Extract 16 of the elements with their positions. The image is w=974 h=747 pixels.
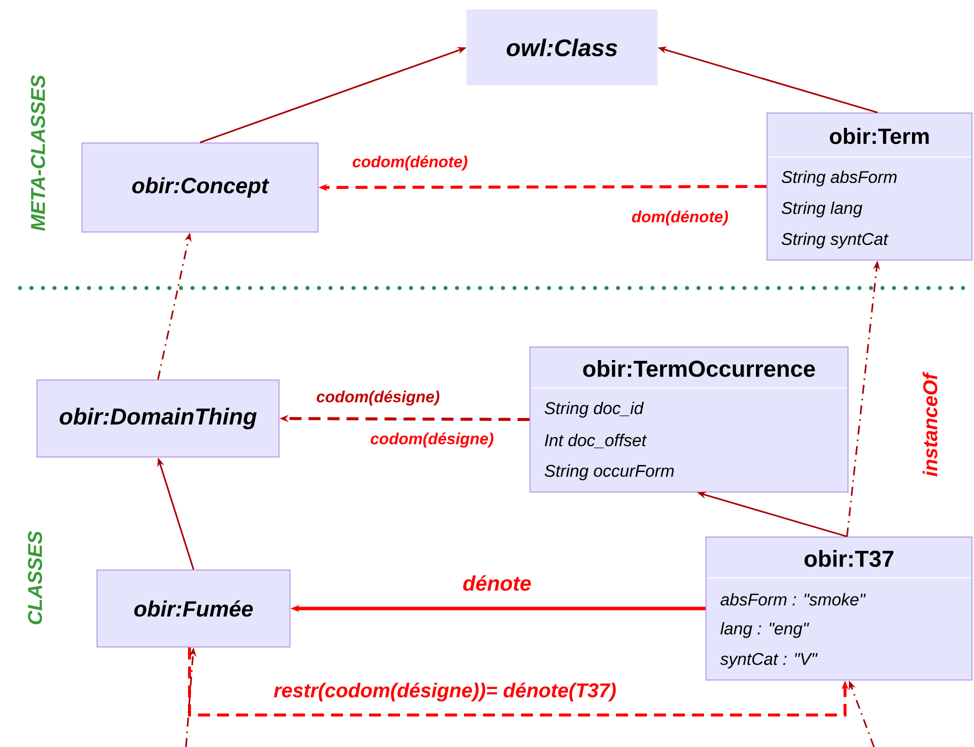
class-box: obir:DomainThing bbox=[36, 380, 280, 458]
class-box: obir:Concept bbox=[82, 142, 318, 232]
edge-label: restr(codom(désigne))= dénote(T37) bbox=[272, 682, 618, 702]
role-label: dom(dénote) bbox=[630, 209, 730, 227]
class-box: obir:T37 absForm : "smoke" lang : "eng" syntCat : "V" bbox=[706, 536, 973, 680]
section-label: META-CLASSES bbox=[30, 74, 46, 232]
edge-label: codom(désigne) bbox=[315, 389, 441, 407]
class-box: obir:Term String absForm String lang String syntCat bbox=[766, 112, 973, 260]
edge-label: dénote bbox=[462, 574, 532, 592]
edge-label: instanceOf bbox=[922, 372, 938, 478]
class-box: obir:Fumée bbox=[96, 570, 290, 648]
class-box: obir:TermOccurrence String doc_id Int doc_offset String occurForm bbox=[530, 346, 848, 492]
role-label: codom(désigne) bbox=[369, 431, 495, 449]
section-label: CLASSES bbox=[26, 530, 44, 626]
edge-label: codom(dénote) bbox=[351, 154, 469, 172]
class-box: owl:Class bbox=[466, 10, 658, 86]
